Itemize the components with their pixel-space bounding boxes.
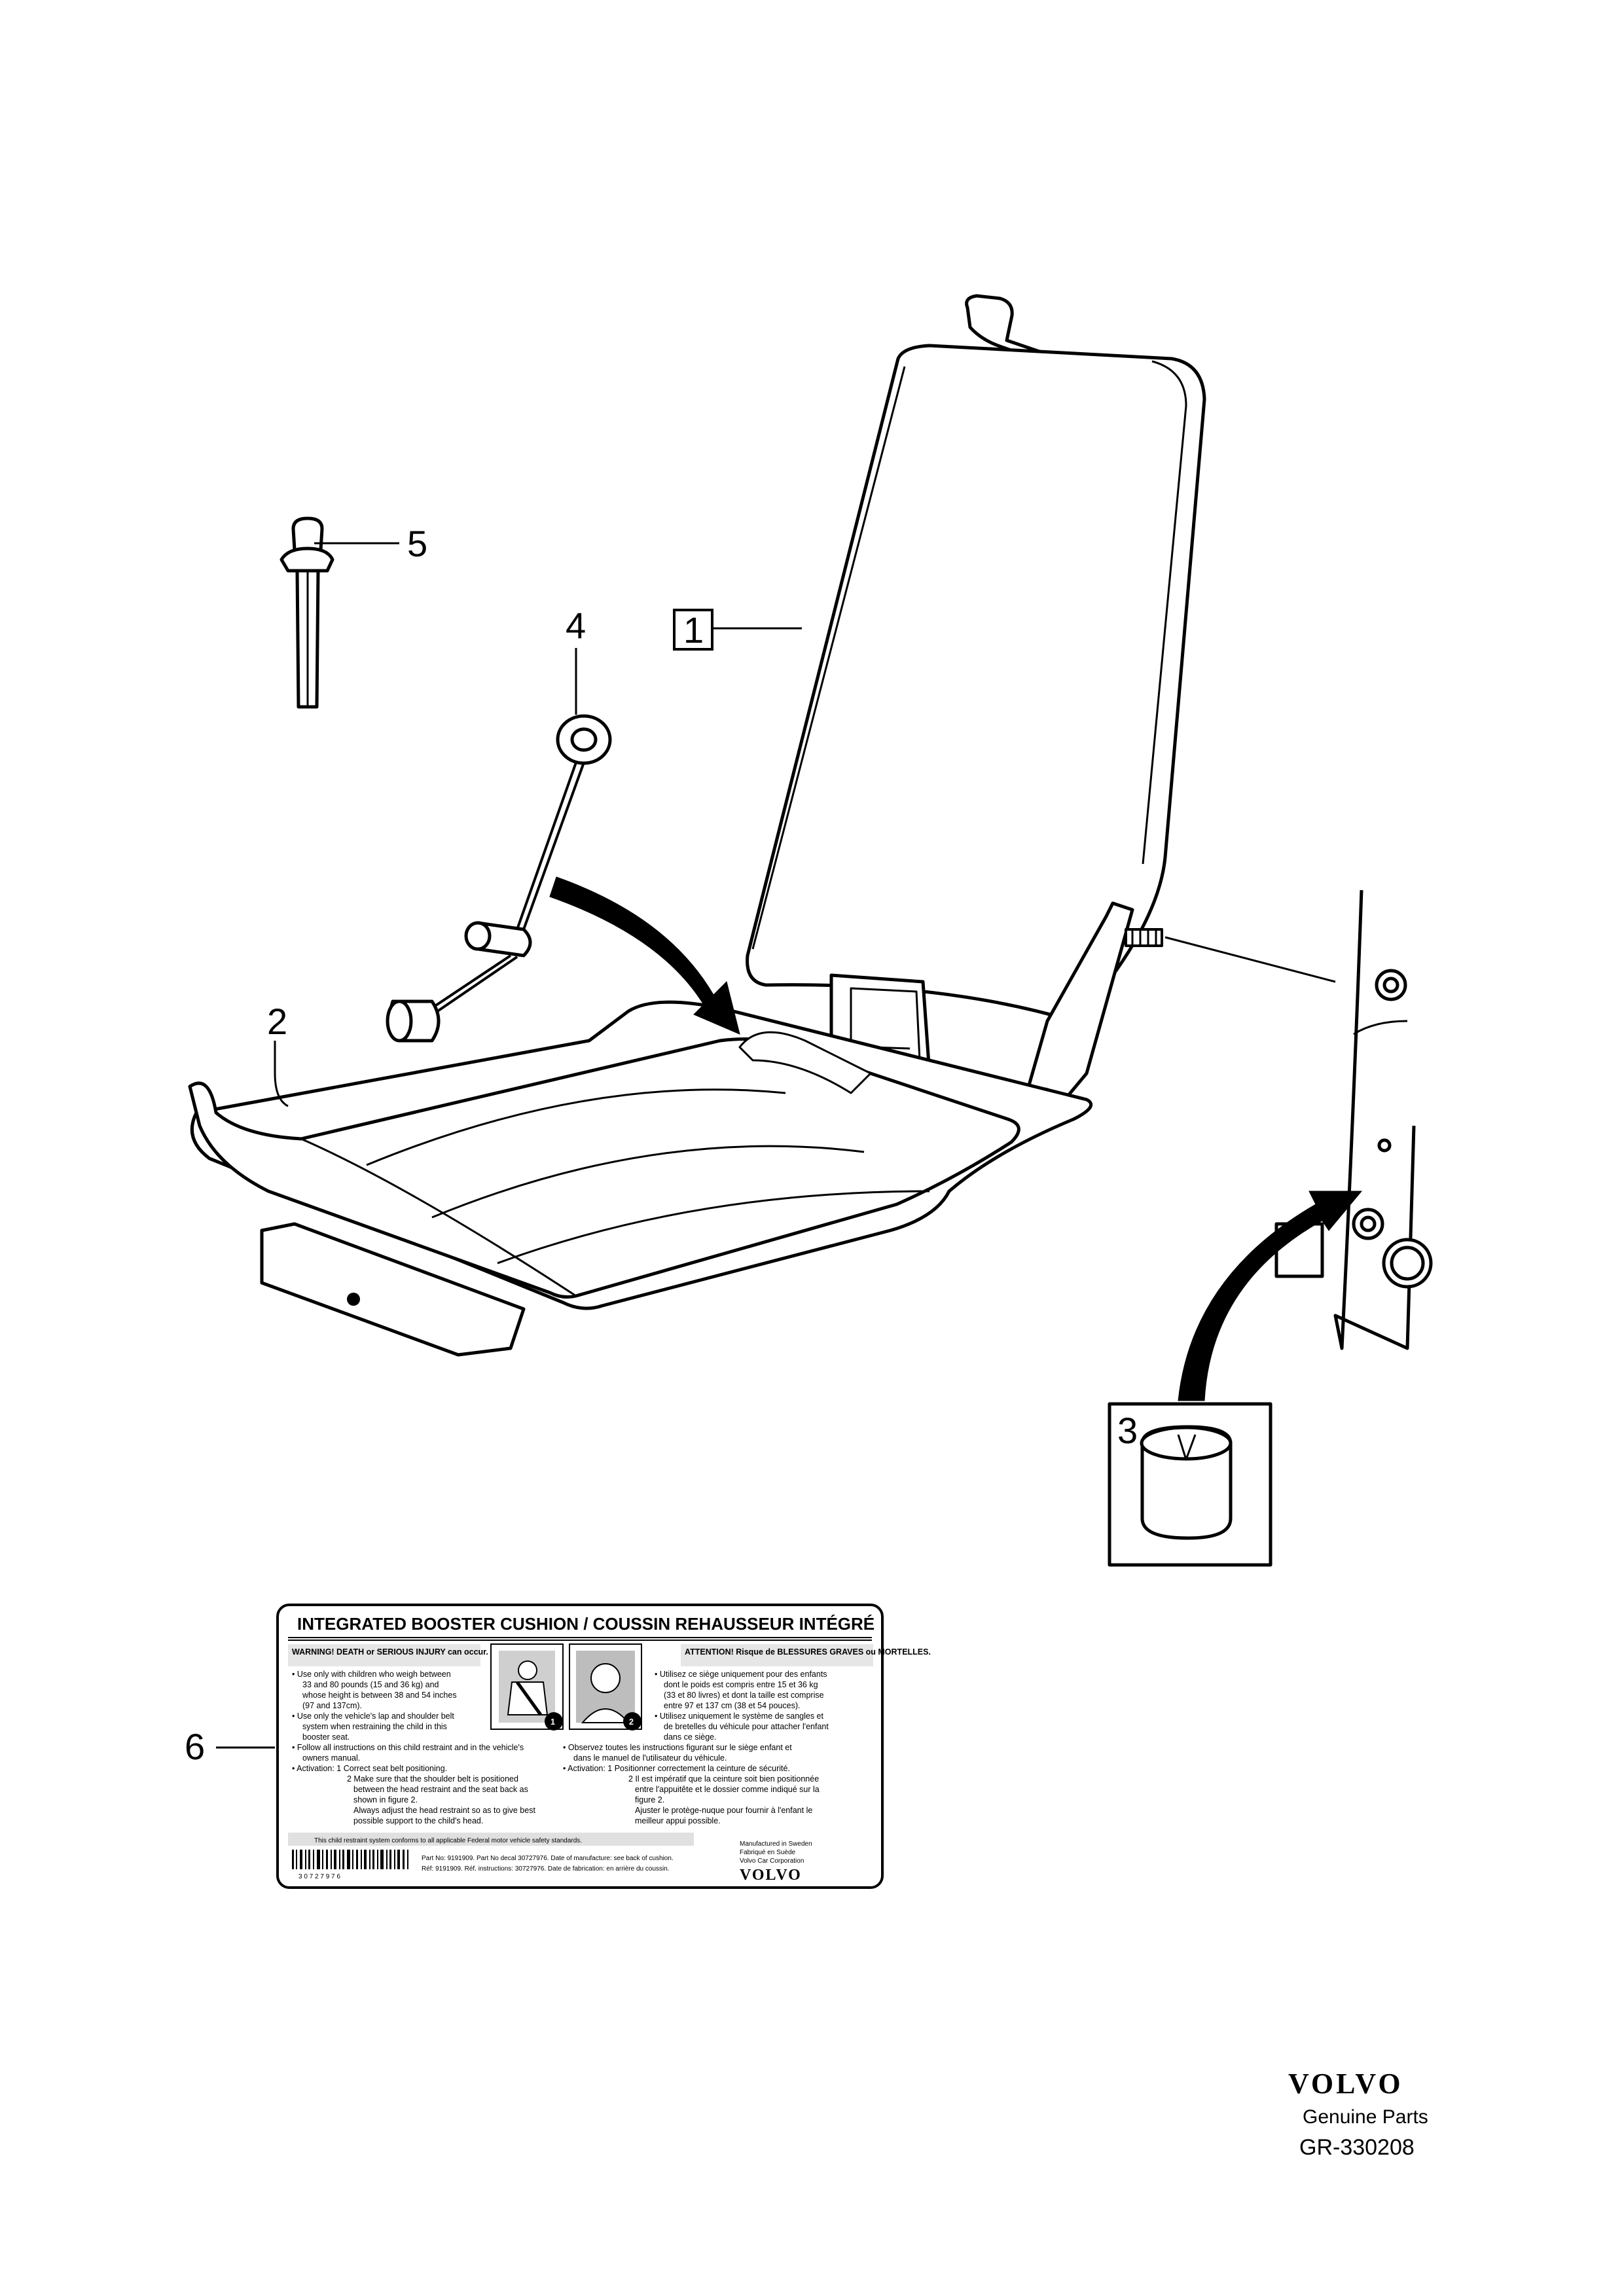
label-fr-line-10: • Activation: 1 Positionner correctement… — [563, 1764, 790, 1773]
label-fr-line-13: figure 2. — [635, 1795, 664, 1804]
label-en-line-12: between the head restraint and the seat … — [353, 1785, 528, 1794]
label-fr-line-6: de bretelles du véhicule pour attacher l… — [664, 1722, 829, 1731]
label-fr-line-15: meilleur appui possible. — [635, 1816, 721, 1825]
label-fr-line-2: dont le poids est compris entre 15 et 36… — [664, 1680, 818, 1689]
callout-1: 1 — [683, 609, 704, 651]
label-en-line-14: Always adjust the head restraint so as t… — [353, 1806, 535, 1815]
label-barcode-digits: 3 0 7 2 7 9 7 6 — [298, 1873, 340, 1880]
label-en-line-9: owners manual. — [302, 1753, 360, 1763]
label-part-line-2: Réf: 9191909. Réf. instructions: 3072797… — [422, 1865, 670, 1873]
rivet — [280, 516, 334, 709]
mounting-panel — [1274, 889, 1433, 1350]
seat-back — [746, 294, 1206, 1115]
label-maker-logo: VOLVO — [740, 1867, 802, 1884]
label-warning-en: WARNING! DEATH or SERIOUS INJURY can occ… — [292, 1647, 488, 1657]
label-maker-line-3: Volvo Car Corporation — [740, 1857, 804, 1865]
booster-cushion — [188, 1000, 1093, 1357]
label-en-line-13: shown in figure 2. — [353, 1795, 418, 1804]
label-fr-line-4: entre 97 et 137 cm (38 et 54 pouces). — [664, 1701, 800, 1710]
label-maker-line-1: Manufactured in Sweden — [740, 1840, 812, 1848]
arrows — [549, 876, 1363, 1401]
label-barcode — [292, 1850, 408, 1869]
callout-6: 6 — [185, 1726, 205, 1767]
label-fr-line-12: entre l'appuitête et le dossier comme in… — [635, 1785, 820, 1794]
label-fr-line-1: • Utilisez ce siège uniquement pour des … — [655, 1670, 827, 1679]
callout-5: 5 — [407, 523, 427, 564]
label-text-fr: • Utilisez ce siège uniquement pour des … — [563, 1670, 829, 1825]
label-part-line-1: Part No: 9191909. Part No decal 30727976… — [422, 1855, 674, 1862]
label-fr-line-5: • Utilisez uniquement le système de sang… — [655, 1712, 824, 1721]
callouts: 5 4 1 2 3 6 — [185, 523, 1138, 1767]
clip-inset — [1108, 1402, 1272, 1567]
label-warning-fr: ATTENTION! Risque de BLESSURES GRAVES ou… — [685, 1647, 931, 1657]
label-text-en: • Use only with children who weigh betwe… — [292, 1670, 535, 1825]
callout-3: 3 — [1117, 1410, 1138, 1451]
callout-4: 4 — [566, 605, 586, 646]
label-en-line-4: (97 and 137cm). — [302, 1701, 362, 1710]
diagram-code: GR-330208 — [1299, 2135, 1415, 2160]
release-cable — [386, 714, 612, 1043]
label-fr-line-14: Ajuster le protège-nuque pour fournir à … — [635, 1806, 812, 1815]
label-en-line-15: possible support to the child's head. — [353, 1816, 483, 1825]
label-en-line-2: 33 and 80 pounds (15 and 36 kg) and — [302, 1680, 439, 1689]
branding: VOLVO Genuine Parts GR-330208 — [1288, 2068, 1428, 2160]
leader-lines — [216, 542, 1336, 1749]
brand-tagline: Genuine Parts — [1303, 2106, 1428, 2128]
label-en-line-8: • Follow all instructions on this child … — [292, 1743, 524, 1752]
label-fr-line-3: (33 et 80 livres) et dont la taille est … — [664, 1691, 824, 1700]
label-en-line-10: • Activation: 1 Correct seat belt positi… — [292, 1764, 447, 1773]
label-en-line-3: whose height is between 38 and 54 inches — [302, 1691, 457, 1700]
label-fig2-num: 2 — [629, 1717, 634, 1727]
warning-label: INTEGRATED BOOSTER CUSHION / COUSSIN REH… — [276, 1604, 931, 1889]
label-figure-1: 1 — [490, 1643, 564, 1731]
label-en-line-1: • Use only with children who weigh betwe… — [292, 1670, 451, 1679]
label-en-line-5: • Use only the vehicle's lap and shoulde… — [292, 1712, 454, 1721]
label-title: INTEGRATED BOOSTER CUSHION / COUSSIN REH… — [297, 1614, 875, 1634]
label-fig1-num: 1 — [550, 1717, 555, 1727]
label-conformity: This child restraint system conforms to … — [314, 1837, 582, 1844]
brand-logo: VOLVO — [1288, 2068, 1403, 2100]
callout-1-box — [673, 609, 713, 651]
label-figure-2: 2 — [569, 1643, 642, 1731]
label-fr-line-8: • Observez toutes les instructions figur… — [563, 1743, 792, 1752]
label-en-line-6: system when restraining the child in thi… — [302, 1722, 447, 1731]
callout-2: 2 — [267, 1001, 287, 1042]
label-fr-line-7: dans ce siège. — [664, 1732, 717, 1742]
label-fr-line-11: 2 Il est impératif que la ceinture soit … — [628, 1774, 819, 1784]
label-maker-line-2: Fabriqué en Suède — [740, 1849, 796, 1856]
label-en-line-7: booster seat. — [302, 1732, 350, 1742]
label-en-line-11: 2 Make sure that the shoulder belt is po… — [347, 1774, 518, 1784]
label-fr-line-9: dans le manuel de l'utilisateur du véhic… — [573, 1753, 727, 1763]
